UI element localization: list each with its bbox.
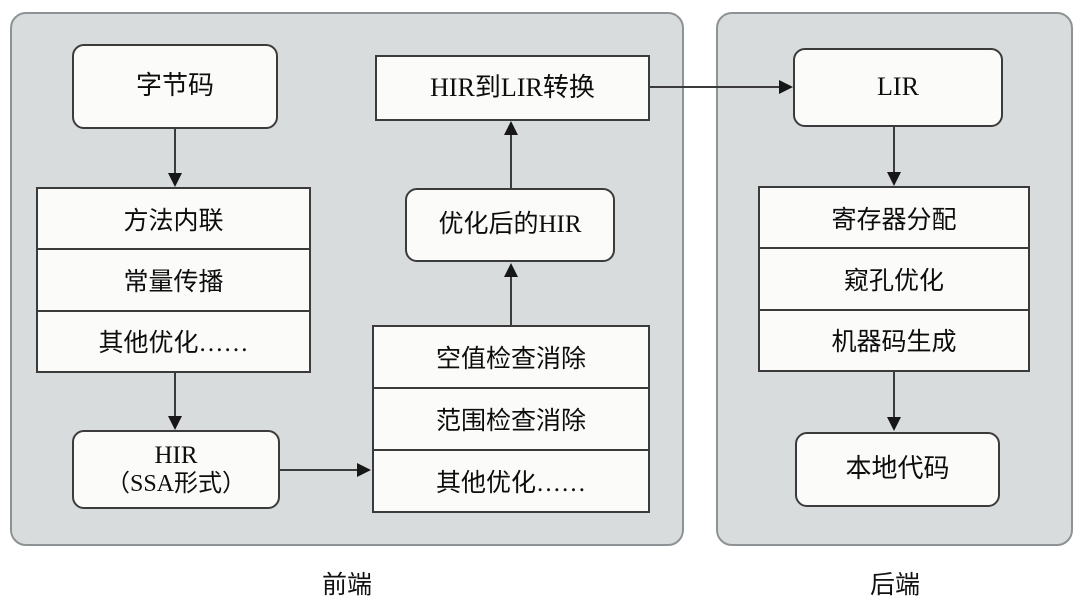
connector-bytecode-to-hiropt	[174, 129, 176, 175]
stack-row-method-inlining[interactable]: 方法内联	[38, 189, 309, 251]
arrow-frontend-to-backend	[779, 80, 793, 94]
stack-row-other-optimizations[interactable]: 其他优化……	[38, 312, 309, 371]
node-optimized-hir[interactable]: 优化后的HIR	[405, 188, 615, 262]
stack-row-constant-propagation[interactable]: 常量传播	[38, 250, 309, 312]
stack-row-label: 范围检查消除	[435, 408, 586, 435]
node-hir-to-lir-label: HIR到LIR转换	[430, 72, 595, 102]
stack-row-label: 窥孔优化	[843, 267, 944, 295]
node-lir-label: LIR	[877, 72, 919, 102]
connector-optimizedhir-to-hir2lir	[510, 134, 512, 188]
caption-backend: 后端	[869, 572, 920, 599]
stack-row-label: 方法内联	[123, 207, 224, 235]
node-hir-ssa-text: HIR （SSA形式）	[74, 441, 278, 499]
connector-frontend-to-backend	[650, 86, 780, 88]
arrow-bytecode-to-hiropt	[168, 173, 182, 187]
stack-hir-optimizations: 方法内联 常量传播 其他优化……	[36, 187, 311, 373]
connector-stages-to-nativecode	[893, 372, 895, 418]
arrow-stages-to-nativecode	[887, 417, 901, 431]
node-lir[interactable]: LIR	[793, 48, 1003, 127]
node-native-code[interactable]: 本地代码	[795, 432, 1000, 507]
stack-row-label: 空值检查消除	[435, 346, 586, 373]
connector-hiropt-to-hirssa	[174, 373, 176, 418]
stack-backend-stages: 寄存器分配 窥孔优化 机器码生成	[758, 186, 1030, 372]
stack-row-label: 寄存器分配	[831, 206, 957, 234]
stack-row-null-check-elimination[interactable]: 空值检查消除	[374, 327, 648, 389]
stack-row-label: 其他优化……	[98, 330, 249, 358]
arrow-lir-to-stages	[887, 172, 901, 186]
connector-lir-to-stages	[893, 127, 895, 173]
stack-row-label: 常量传播	[123, 268, 224, 296]
node-bytecode[interactable]: 字节码	[72, 44, 278, 129]
arrow-checks-to-optimizedhir	[504, 263, 518, 277]
node-hir-to-lir[interactable]: HIR到LIR转换	[375, 55, 650, 121]
caption-frontend: 前端	[321, 572, 372, 599]
connector-hirssa-to-checks	[280, 469, 358, 471]
node-bytecode-label: 字节码	[135, 71, 214, 101]
arrow-hirssa-to-checks	[357, 463, 371, 477]
node-hir-ssa-line2: （SSA形式）	[105, 471, 247, 498]
stack-row-register-allocation[interactable]: 寄存器分配	[760, 188, 1028, 250]
arrow-hiropt-to-hirssa	[168, 416, 182, 430]
node-optimized-hir-label: 优化后的HIR	[438, 211, 582, 239]
node-native-code-label: 本地代码	[845, 454, 950, 484]
stack-row-label: 其他优化……	[435, 470, 586, 497]
node-hir-ssa[interactable]: HIR （SSA形式）	[72, 430, 280, 509]
stack-row-range-check-elimination[interactable]: 范围检查消除	[374, 389, 648, 451]
arrow-optimizedhir-to-hir2lir	[504, 121, 518, 135]
stack-hir-checks: 空值检查消除 范围检查消除 其他优化……	[372, 325, 650, 513]
stack-row-peephole-optimization[interactable]: 窥孔优化	[760, 249, 1028, 311]
connector-checks-to-optimizedhir	[510, 276, 512, 325]
stack-row-machine-code-generation[interactable]: 机器码生成	[760, 311, 1028, 370]
stack-row-other-optimizations-2[interactable]: 其他优化……	[374, 451, 648, 511]
node-hir-ssa-line1: HIR	[154, 441, 198, 469]
stack-row-label: 机器码生成	[831, 329, 957, 357]
